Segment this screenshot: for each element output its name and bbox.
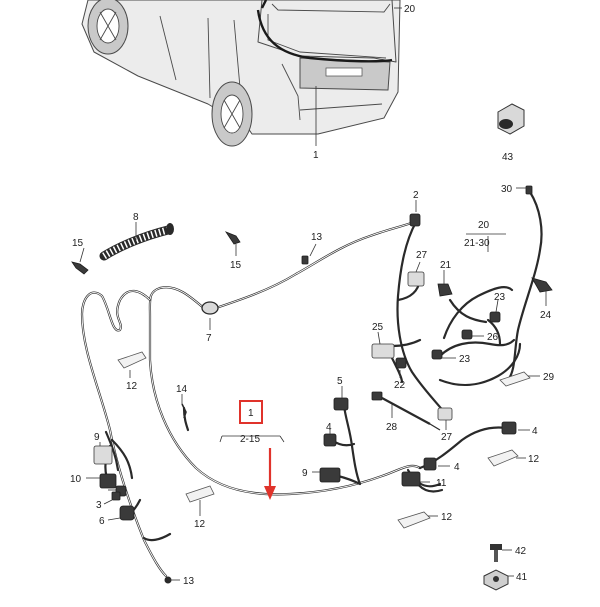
connector-icon — [395, 357, 407, 369]
callout-8: 8 — [133, 212, 139, 223]
connector-icon — [333, 397, 349, 411]
callout-2: 2 — [413, 190, 419, 201]
callout-30: 30 — [501, 184, 513, 195]
callout-20: 20 — [478, 220, 490, 231]
callout-42: 42 — [515, 546, 527, 557]
highlight-marker — [239, 400, 276, 500]
callout-13: 13 — [183, 576, 195, 587]
callout-7: 7 — [206, 333, 212, 344]
clip-icon — [224, 231, 241, 245]
connector-icon — [525, 185, 533, 195]
leader-lines — [79, 7, 547, 581]
callout-1: 1 — [313, 150, 319, 161]
hook-icon — [181, 403, 187, 419]
callout-43: 43 — [502, 152, 514, 163]
connector-icon — [409, 213, 421, 227]
clip-icon — [531, 277, 553, 293]
callout-6: 6 — [99, 516, 105, 527]
callout-28: 28 — [386, 422, 398, 433]
connector-icon — [111, 491, 121, 501]
components — [71, 103, 553, 591]
callout-12: 12 — [528, 454, 540, 465]
connector-icon — [489, 311, 501, 323]
clip-icon — [397, 511, 431, 529]
clip-icon — [487, 449, 519, 467]
callout-27: 27 — [441, 432, 453, 443]
connector-icon — [119, 505, 135, 521]
callout-12: 12 — [126, 381, 138, 392]
rear-car-illustration — [81, 0, 401, 147]
connector-icon — [423, 457, 437, 471]
callout-41: 41 — [516, 572, 528, 583]
callout-5: 5 — [337, 376, 343, 387]
callout-11: 11 — [436, 478, 447, 489]
connector-icon — [501, 421, 517, 435]
clip-icon — [117, 351, 147, 369]
clip-icon — [437, 283, 453, 297]
connector-icon — [431, 349, 443, 360]
clip-icon — [499, 371, 531, 387]
clip-icon — [185, 485, 215, 503]
grommet-icon — [497, 103, 525, 135]
callout-10: 10 — [70, 474, 82, 485]
connector-icon — [407, 271, 425, 287]
callout-20: 20 — [404, 4, 416, 15]
callout-4: 4 — [326, 422, 332, 433]
callout-4: 4 — [532, 426, 538, 437]
callout-21: 21 — [440, 260, 452, 271]
callout-26: 26 — [487, 332, 499, 343]
callout-3: 3 — [96, 500, 102, 511]
callout-27: 27 — [416, 250, 428, 261]
callout-9: 9 — [94, 432, 100, 443]
connector-icon — [461, 329, 473, 340]
connector-icon — [323, 433, 337, 447]
nut-icon — [483, 569, 509, 591]
callout-22: 22 — [394, 380, 406, 391]
callout-13: 13 — [311, 232, 323, 243]
clip-icon — [71, 261, 89, 275]
callout-23: 23 — [459, 354, 471, 365]
callout-12: 12 — [441, 512, 453, 523]
callout-1-highlight: 1 — [248, 408, 254, 419]
connector-icon — [371, 343, 395, 359]
callout-29: 29 — [543, 372, 555, 383]
callout-14: 14 — [176, 384, 188, 395]
callout-9: 9 — [302, 468, 308, 479]
corrugated-tube-icon — [99, 223, 174, 261]
callout-2-15: 2-15 — [240, 434, 260, 445]
callout-23: 23 — [494, 292, 506, 303]
harness-wires — [80, 190, 543, 578]
callout-15: 15 — [72, 238, 84, 249]
callout-21-30: 21-30 — [464, 238, 490, 249]
sensor-icon — [371, 391, 441, 431]
callout-4: 4 — [454, 462, 460, 473]
callout-25: 25 — [372, 322, 384, 333]
callout-12: 12 — [194, 519, 206, 530]
connector-icon — [437, 407, 453, 421]
callout-15: 15 — [230, 260, 242, 271]
connector-icon — [319, 467, 341, 483]
connector-icon — [401, 471, 421, 487]
callout-24: 24 — [540, 310, 552, 321]
connector-icon — [301, 255, 309, 265]
grommet-icon — [201, 301, 219, 315]
connector-icon — [93, 445, 113, 465]
callout-labels: 20 1 43 2 30 8 15 15 13 20 21-30 27 21 2… — [70, 4, 555, 587]
connector-icon — [99, 473, 117, 489]
bolt-icon — [490, 544, 502, 562]
